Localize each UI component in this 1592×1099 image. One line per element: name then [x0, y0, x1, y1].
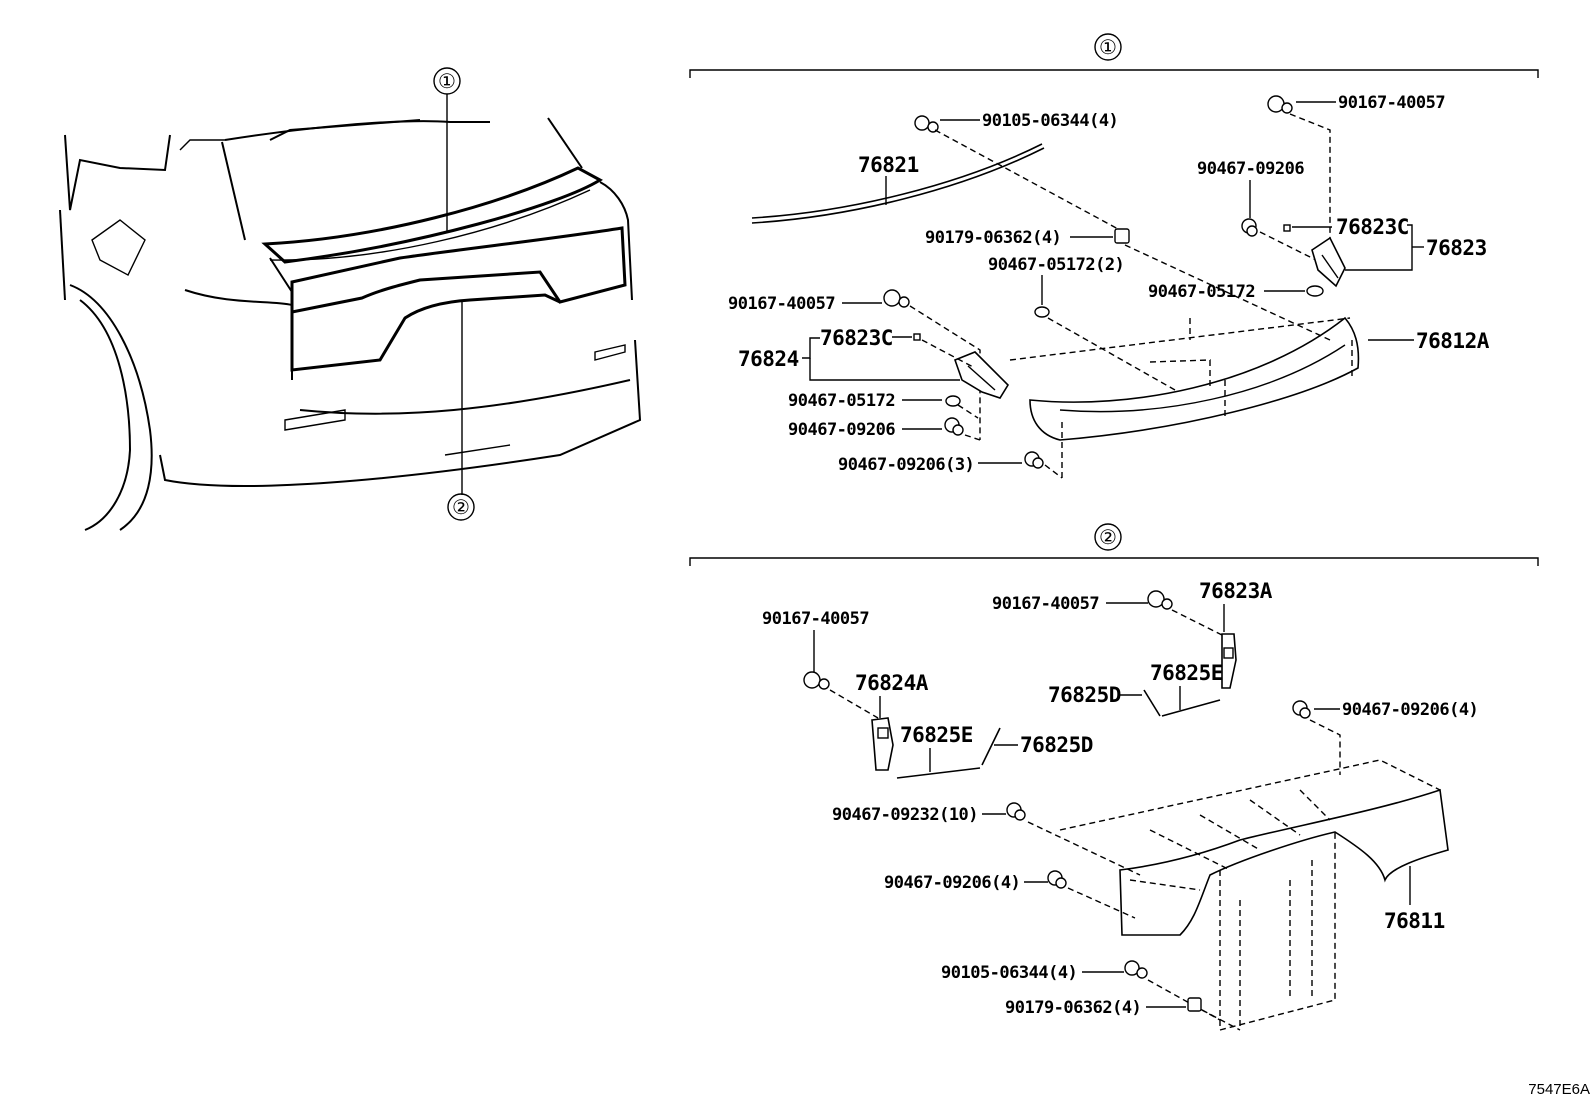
strip-76825e-left — [896, 767, 981, 779]
clip-90467-09206-left — [944, 417, 964, 436]
part-90179-06362-s2-label: 90179-06362(4) — [1005, 998, 1141, 1018]
part-90179-06362-label: 90179-06362(4) — [925, 228, 1061, 248]
screw-90167-40057-b — [1147, 590, 1173, 610]
callout-2-label: ② — [452, 495, 470, 519]
section-2-bracket — [689, 557, 1539, 566]
section-1-bracket — [689, 69, 1539, 78]
part-76823c-right-label: 76823C — [1336, 215, 1409, 239]
strip-76825d-left — [981, 727, 1001, 766]
part-76825d-right-label: 76825D — [1048, 683, 1121, 707]
part-90467-09232-label: 90467-09232(10) — [832, 805, 978, 825]
clip-90467-05172-center — [1034, 306, 1050, 318]
clip-90467-09232 — [1006, 802, 1026, 821]
screw-90167-40057-a — [803, 671, 830, 690]
garnish-76811 — [1119, 788, 1449, 936]
clip-90467-05172-right — [1306, 285, 1324, 297]
strip-76825d-right — [1143, 689, 1161, 717]
garnish-76821 — [751, 143, 1043, 219]
strip-76825e-right — [1161, 699, 1221, 717]
part-76825e-left-label: 76825E — [900, 723, 973, 747]
bolt-90105-06344-s2 — [1124, 960, 1148, 979]
bracket-76824 — [953, 351, 1010, 399]
part-76825e-right-label: 76825E — [1150, 661, 1223, 685]
part-90467-05172-right-label: 90467-05172 — [1148, 282, 1255, 302]
part-76823-label: 76823 — [1426, 236, 1487, 260]
part-90467-09206-4-top-label: 90467-09206(4) — [1342, 700, 1478, 720]
part-90167-40057-right-label: 90167-40057 — [1338, 93, 1445, 113]
section-1-marker: ① — [1099, 35, 1117, 59]
part-90467-09206-left-label: 90467-09206 — [788, 420, 895, 440]
part-76823c-left-label: 76823C — [820, 326, 893, 350]
part-90467-05172-left-label: 90467-05172 — [788, 391, 895, 411]
part-90467-09206-right-label: 90467-09206 — [1197, 159, 1304, 179]
clip-90179-06362-s2 — [1187, 997, 1202, 1012]
diagram-code: 7547E6A — [1528, 1081, 1590, 1098]
section-2-marker: ② — [1099, 525, 1117, 549]
vehicle-rear-illustration: ① ② — [59, 67, 642, 531]
part-90167-40057-left-label: 90167-40057 — [728, 294, 835, 314]
bracket-76824a — [871, 717, 894, 771]
part-90467-09206-3-label: 90467-09206(3) — [838, 455, 974, 475]
part-90467-09206-4-mid-label: 90467-09206(4) — [884, 873, 1020, 893]
clip-90467-05172-left — [945, 395, 961, 407]
bracket-76823 — [1311, 236, 1346, 288]
part-76812a-label: 76812A — [1416, 329, 1490, 353]
part-90105-06344-s2-label: 90105-06344(4) — [941, 963, 1077, 983]
screw-90167-40057-right — [1267, 95, 1293, 114]
clip-90467-09206-3 — [1024, 451, 1044, 469]
section-2-garnish: ② 76811 90467-09206(4) 90167-40057 76824… — [689, 523, 1539, 1031]
clip-90467-09206-4-top — [1292, 700, 1311, 719]
screw-90167-40057-left — [883, 289, 910, 308]
part-76824-label: 76824 — [738, 347, 799, 371]
clip-90179-06362 — [1114, 228, 1130, 244]
clip-90467-09206-4-mid — [1047, 870, 1067, 889]
part-76824a-label: 76824A — [855, 671, 929, 695]
bolt-90105-06344 — [914, 115, 939, 133]
section-1-spoiler: ① 76821 90105-06344(4) 90179-06362(4) — [689, 33, 1539, 479]
part-90167-40057-a-label: 90167-40057 — [762, 609, 869, 629]
part-76825d-left-label: 76825D — [1020, 733, 1093, 757]
spoiler-76812a — [1029, 316, 1360, 441]
part-90167-40057-b-label: 90167-40057 — [992, 594, 1099, 614]
part-76821-label: 76821 — [858, 153, 919, 177]
bracket-76823a — [1221, 633, 1237, 689]
part-90105-06344-label: 90105-06344(4) — [982, 111, 1118, 131]
part-76811-label: 76811 — [1384, 909, 1445, 933]
callout-1-label: ① — [438, 69, 456, 93]
part-76823a-label: 76823A — [1199, 579, 1273, 603]
part-90467-05172-2-label: 90467-05172(2) — [988, 255, 1124, 275]
clip-90467-09206-right — [1241, 218, 1258, 237]
